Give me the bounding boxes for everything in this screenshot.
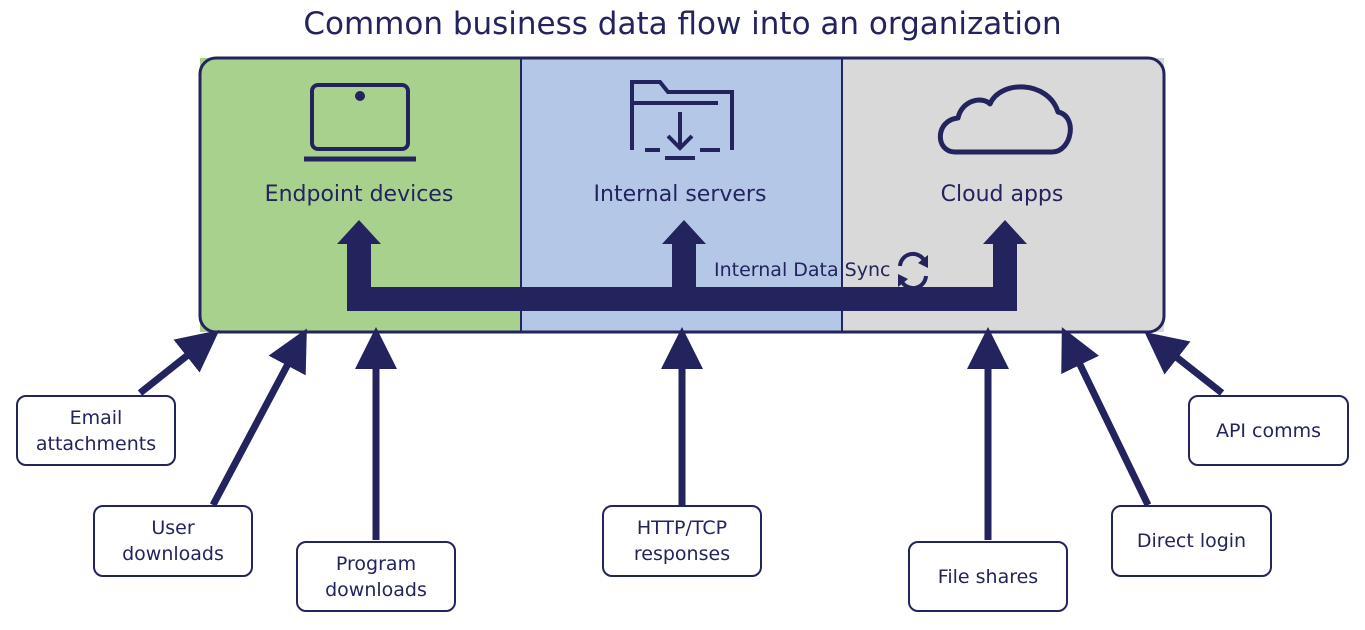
source-api-comms: API comms (1188, 395, 1349, 466)
source-file-shares: File shares (908, 541, 1068, 612)
incoming-arrows (137, 327, 1225, 540)
arrow-api-comms (1144, 332, 1225, 396)
arrow-direct-login (1061, 327, 1152, 507)
sync-label: Internal Data Sync (714, 259, 891, 281)
zone-label-cloud: Cloud apps (940, 182, 1064, 207)
source-http-tcp-responses: HTTP/TCP responses (602, 505, 762, 577)
source-program-downloads: Program downloads (296, 541, 456, 612)
source-direct-login: Direct login (1111, 505, 1272, 577)
zone-label-endpoint: Endpoint devices (264, 182, 454, 207)
cloud-icon (937, 84, 1073, 155)
sync-icon (898, 251, 928, 291)
source-user-downloads: User downloads (93, 505, 253, 577)
sync-bus (337, 220, 1027, 311)
arrow-user-downloads (209, 328, 307, 507)
folder-download-icon (630, 80, 734, 160)
laptop-icon (304, 83, 416, 162)
zone-label-servers: Internal servers (593, 182, 767, 207)
source-email-attachments: Email attachments (16, 395, 176, 466)
arrow-email-attachments (137, 329, 220, 396)
diagram-title: Common business data flow into an organi… (303, 6, 1062, 42)
